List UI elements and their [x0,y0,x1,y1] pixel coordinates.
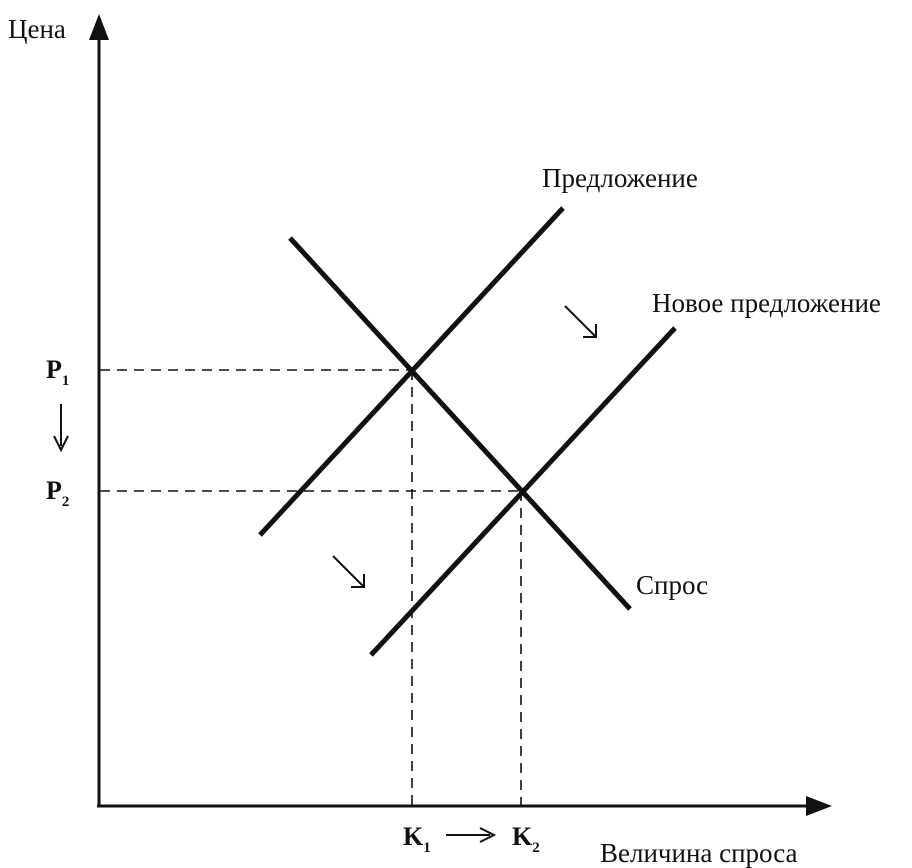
y-axis-arrow-icon [89,14,109,40]
p1-label: P1 [46,355,69,389]
p2-label: P2 [46,476,69,510]
x-axis-arrow-icon [806,796,832,816]
k2-label: K2 [512,822,540,856]
arrow-down-icon [53,404,69,453]
x-axis-title: Величина спроса [600,838,798,868]
demand-curve [288,236,632,611]
new-supply-label: Новое предложение [652,288,881,318]
curves [258,206,677,657]
k1-label: K1 [403,822,431,856]
arrow-down-right-icon [564,305,597,338]
axes [89,14,832,816]
guide-lines [100,369,522,806]
shift-arrows [53,305,597,843]
arrow-down-right-icon [332,555,365,588]
arrow-right-icon [446,827,497,843]
supply-label: Предложение [542,163,698,193]
y-axis-title: Цена [8,14,66,44]
demand-label: Спрос [636,570,708,600]
